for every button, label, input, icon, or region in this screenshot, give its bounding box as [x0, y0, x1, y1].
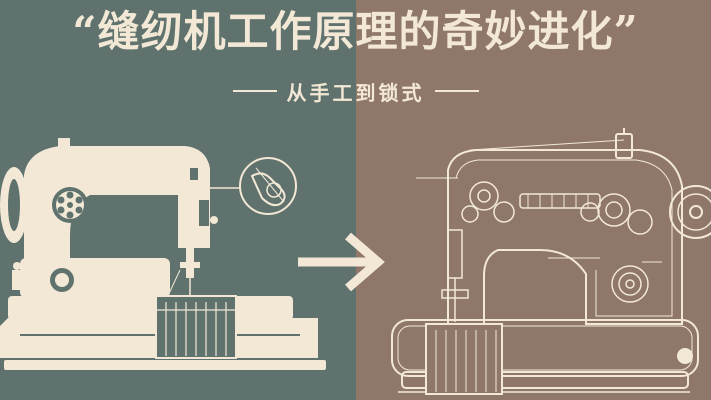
- lockstitch-sewing-machine-illustration: [391, 128, 711, 395]
- hand-sewing-machine-illustration: [0, 138, 330, 372]
- subtitle-right-rule: [434, 90, 479, 92]
- page-subtitle: 从手工到锁式: [286, 80, 425, 105]
- page-title: “缝纫机工作原理的奇妙进化”: [72, 7, 639, 56]
- subtitle-left-rule: [232, 90, 277, 92]
- right-arrow-icon: [298, 232, 385, 292]
- subtitle-row: 从手工到锁式: [0, 78, 711, 105]
- right-panel-background: [356, 0, 711, 400]
- magnifier-detail-icon: [210, 157, 297, 215]
